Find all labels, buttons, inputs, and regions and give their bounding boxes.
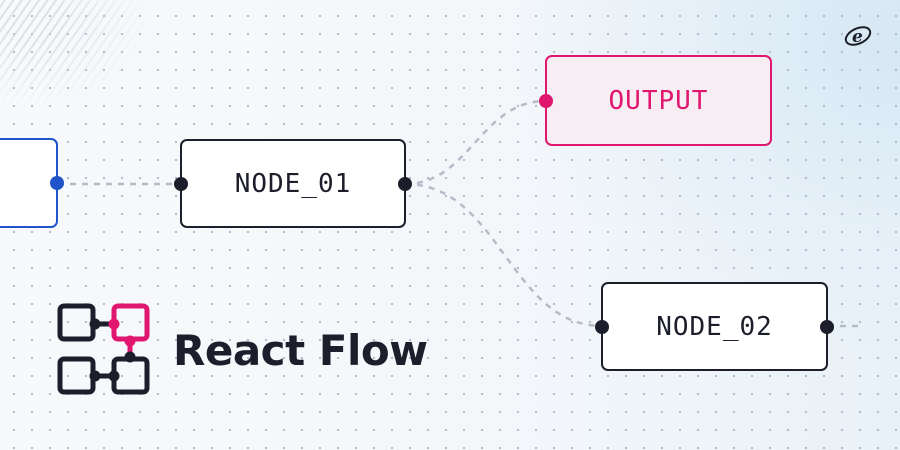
svg-text:e: e bbox=[852, 27, 863, 47]
output-node-label: OUTPUT bbox=[608, 85, 709, 116]
e-logo-icon: e bbox=[844, 26, 872, 47]
input-node[interactable] bbox=[0, 138, 64, 228]
node-02-label: NODE_02 bbox=[656, 311, 773, 342]
edge-node01-node02 bbox=[404, 182, 603, 328]
node-02-target-handle[interactable] bbox=[595, 319, 609, 334]
output-node[interactable]: OUTPUT bbox=[539, 55, 772, 146]
node-02-source-handle[interactable] bbox=[820, 319, 834, 334]
node-02[interactable]: NODE_02 bbox=[595, 282, 834, 371]
edge-node01-output bbox=[404, 99, 547, 186]
output-node-target-handle[interactable] bbox=[539, 93, 553, 108]
node-01-source-handle[interactable] bbox=[398, 176, 412, 191]
node-01[interactable]: NODE_01 bbox=[174, 139, 412, 228]
input-node-source-handle[interactable] bbox=[50, 176, 64, 190]
react-flow-logo-icon bbox=[57, 303, 150, 395]
brand-name: React Flow bbox=[173, 325, 428, 375]
node-01-label: NODE_01 bbox=[234, 168, 352, 199]
hatch-decoration bbox=[0, 0, 180, 130]
node-01-target-handle[interactable] bbox=[174, 176, 188, 191]
brand: React Flow bbox=[57, 302, 428, 398]
